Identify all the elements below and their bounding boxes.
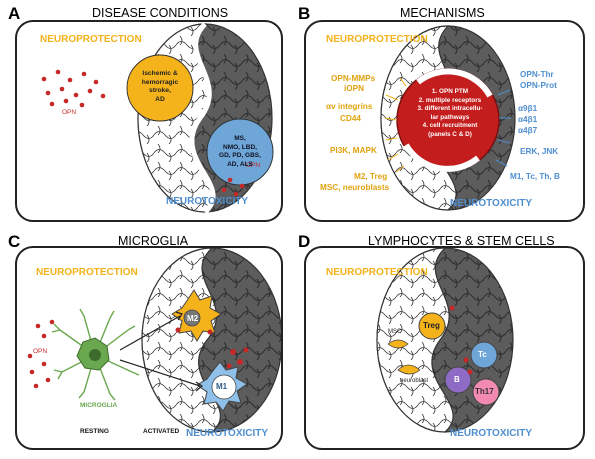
panel-b-title: MECHANISMS [400,6,485,20]
panel-a-frame [15,20,283,222]
panel-c-neuroprotection: NEUROPROTECTION [36,267,138,278]
panel-c-title: MICROGLIA [118,234,189,248]
protective-condition-line: AD [155,95,165,103]
neuroblast-label: neuroblast [400,378,429,384]
toxic-condition-line: NMO, LBD, [223,143,257,151]
mechanism-center-line: 3. different intracellu- [417,105,483,113]
b-cell [444,366,472,394]
panel-c-frame [15,246,283,450]
brain-b [380,25,516,211]
mechanism-left-6: M2, Treg [354,172,388,181]
treg-label: Treg [423,321,440,330]
mechanism-center-line: 4. cell recruitment [422,122,478,130]
panel-a-title: DISEASE CONDITIONS [92,6,229,20]
mechanism-right-4: α4β1 [518,115,538,124]
mechanism-right-5: α4β7 [518,126,538,135]
protective-conditions-circle [126,54,194,122]
mechanism-center-line: (panels C & D) [428,130,472,138]
resting-label: RESTING [80,428,109,435]
protective-condition-line: hemorragic [141,78,179,86]
panel-b-neuroprotection: NEUROPROTECTION [326,34,428,45]
resting-microglia [51,308,140,401]
panel-d-letter: D [298,232,311,251]
arrows-b-right [495,89,511,167]
panel-b-letter: B [298,4,311,23]
b-label: B [454,375,460,384]
panel-c-letter: C [8,232,21,251]
tc-cell [470,341,498,369]
panel-b-neurotoxicity: NEUROTOXICITY [450,198,533,209]
mechanism-right-3: α9β1 [518,104,538,113]
mechanism-left-7: MSC, neuroblasts [320,183,390,192]
protective-conditions: Ischemic & hemorragic stroke, AD [130,70,190,104]
panel-d-frame [304,246,585,450]
panel-a-opn-right: OPN [246,162,261,169]
mechanism-left-4: CD44 [340,114,361,123]
toxic-condition-line: MS, [234,135,246,142]
mechanism-left-3: αv integrins [326,102,373,111]
panel-b-frame [304,20,585,222]
panel-a-opn-left: OPN [62,109,77,116]
msc-cell [387,339,409,349]
panel-d-title: LYMPHOCYTES & STEM CELLS [368,234,555,248]
brain-d [376,247,514,433]
tc-label: Tc [478,350,487,359]
mechanism-center-line: lar pathways [430,113,470,121]
mechanism-left-1: OPN-MMPs [331,74,376,83]
m1-label: M1 [216,382,228,391]
panel-c-opn: OPN [33,348,48,355]
panel-a-letter: A [8,4,21,23]
treg-cell [418,312,446,340]
panel-a-neuroprotection: NEUROPROTECTION [40,34,142,45]
mechanism-center-list: 1. OPN PTM 2. multiple receptors 3. diff… [404,88,496,140]
panel-d-neurotoxicity: NEUROTOXICITY [450,428,533,439]
activated-label: ACTIVATED [143,428,180,435]
opn-dots-c [27,319,55,389]
mechanism-right-1: OPN-Thr [520,70,554,79]
protective-condition-line: Ischemic & [142,70,178,77]
opn-dots-a [41,69,245,197]
msc-label: MSC [388,329,402,335]
panel-a-neurotoxicity: NEUROTOXICITY [166,196,249,207]
mechanism-left-5: PI3K, MAPK [330,146,377,155]
mechanism-left-2: iOPN [344,84,365,93]
mechanism-right-7: M1, Tc, Th, B [510,172,560,181]
mechanism-right-2: OPN-Prot [520,81,557,90]
microglia-label: MICROGLIA [80,402,118,409]
mechanism-right-6: ERK, JNK [520,147,559,156]
activation-arrows-c [119,311,204,392]
panel-c-neurotoxicity: NEUROTOXICITY [186,428,269,439]
neuroblast-cell [397,364,421,375]
toxic-condition-line: AD, ALS [227,160,253,168]
mechanism-center-line: 2. multiple receptors [418,96,482,104]
arrows-b-left [384,77,407,173]
protective-condition-line: stroke, [149,87,171,94]
toxic-conditions: MS, NMO, LBD, GD, PD, GBS, AD, ALS [208,135,272,169]
panel-d-neuroprotection: NEUROPROTECTION [326,267,428,278]
th17-label: Th17 [475,387,494,396]
th17-cell [472,378,500,406]
mechanism-center-line: 1. OPN PTM [431,88,469,95]
m2-label: M2 [187,314,199,323]
brain-a [126,22,274,214]
toxic-condition-line: GD, PD, GBS, [219,152,261,159]
